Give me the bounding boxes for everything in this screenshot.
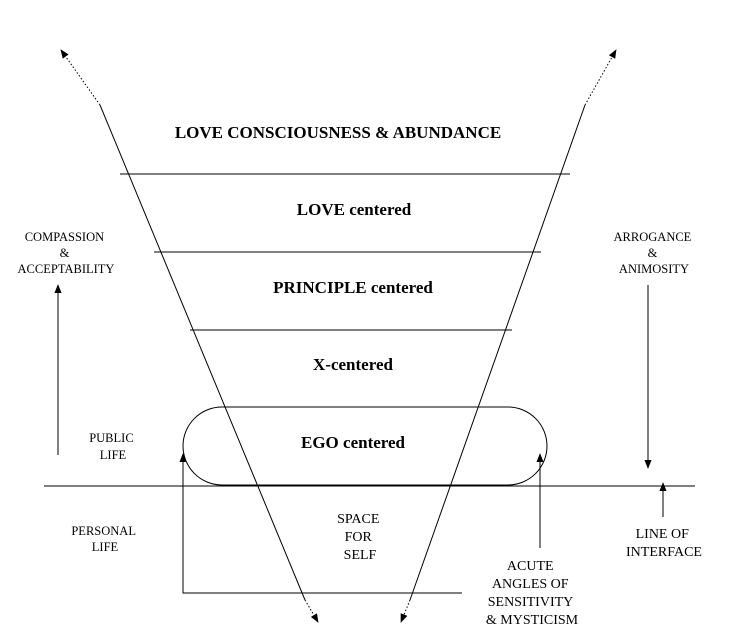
left-top-dotted-arrow: [60, 49, 101, 106]
personal-space-arrow: [179, 453, 462, 594]
compassion-label: COMPASSION & ACCEPTABILITY: [18, 230, 115, 276]
funnel-right-side: [409, 104, 586, 601]
level-love-centered: LOVE centered: [297, 200, 412, 219]
funnel-left-side: [99, 104, 306, 601]
acute-angles-label: ACUTE ANGLES OF SENSITIVITY & MYSTICISM: [486, 559, 579, 628]
level-love-consciousness: LOVE CONSCIOUSNESS & ABUNDANCE: [175, 123, 501, 142]
right-bottom-dotted-arrow: [400, 599, 411, 623]
level-principle-centered: PRINCIPLE centered: [273, 278, 433, 297]
personal-life-label: PERSONAL LIFE: [71, 524, 138, 554]
space-for-self-label: SPACE FOR SELF: [337, 512, 383, 563]
public-life-label: PUBLIC LIFE: [89, 431, 137, 462]
ego-capsule: [182, 406, 548, 486]
line-of-interface-label: LINE OF INTERFACE: [626, 527, 702, 560]
left-bottom-dotted-arrow: [304, 599, 319, 623]
level-x-centered: X-centered: [313, 355, 393, 374]
level-ego-centered: EGO centered: [301, 433, 406, 452]
right-top-dotted-arrow: [584, 49, 617, 106]
arrogance-label: ARROGANCE & ANIMOSITY: [614, 230, 695, 276]
